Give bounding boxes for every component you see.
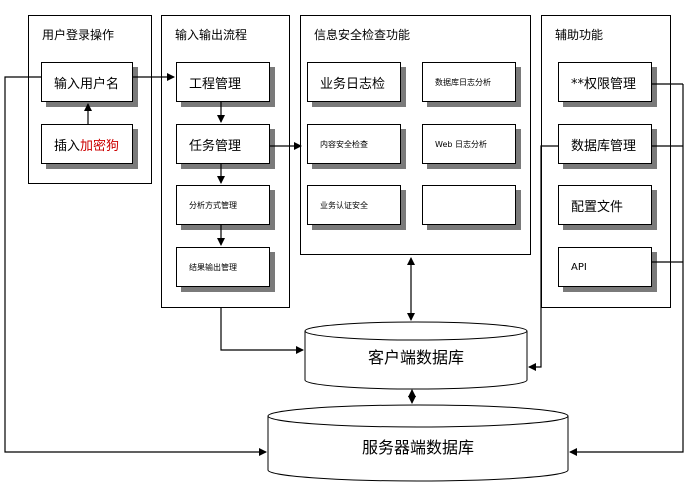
project-mgmt-label: 工程管理 xyxy=(189,76,242,92)
insert-dongle-box: 插入加密狗 xyxy=(41,124,133,164)
io-panel-title: 输入输出流程 xyxy=(175,28,248,42)
dongle-highlight: 加密狗 xyxy=(80,138,120,154)
api-label: API xyxy=(571,261,587,273)
analysis-mgmt-label: 分析方式管理 xyxy=(189,200,237,210)
task-mgmt-label: 任务管理 xyxy=(189,138,242,154)
server-database-label: 服务器端数据库 xyxy=(361,438,474,457)
db-log-analysis-label: 数据库日志分析 xyxy=(435,77,491,87)
insert-prefix: 插入 xyxy=(54,138,81,154)
web-log-analysis-box: Web 日志分析 xyxy=(422,124,516,164)
db-mgmt-box: 数据库管理 xyxy=(558,124,652,164)
business-log-label: 业务日志检 xyxy=(320,76,386,92)
business-log-box: 业务日志检 xyxy=(307,62,401,102)
project-mgmt-box: 工程管理 xyxy=(176,62,270,102)
config-file-label: 配置文件 xyxy=(571,199,624,215)
client-database-label: 客户端数据库 xyxy=(367,348,464,367)
input-username-box: 输入用户名 xyxy=(41,62,133,102)
config-file-box: 配置文件 xyxy=(558,185,652,225)
analysis-mgmt-box: 分析方式管理 xyxy=(176,185,270,225)
task-mgmt-box: 任务管理 xyxy=(176,124,270,164)
login-panel-title: 用户登录操作 xyxy=(42,28,115,42)
content-security-box: 内容安全检查 xyxy=(307,124,401,164)
empty-security-box xyxy=(422,185,516,225)
insert-dongle-label: 插入加密狗 xyxy=(54,135,119,154)
db-log-analysis-box: 数据库日志分析 xyxy=(422,62,516,102)
db-mgmt-label: 数据库管理 xyxy=(571,138,637,154)
business-auth-label: 业务认证安全 xyxy=(320,200,368,210)
result-mgmt-label: 结果输出管理 xyxy=(189,262,237,272)
io-to-clientdb-arrow xyxy=(220,308,304,354)
api-box: API xyxy=(558,247,652,287)
aux-panel-title: 辅助功能 xyxy=(555,28,604,42)
business-auth-box: 业务认证安全 xyxy=(307,185,401,225)
content-security-label: 内容安全检查 xyxy=(320,139,368,149)
security-panel-title: 信息安全检查功能 xyxy=(314,28,411,42)
web-log-analysis-label: Web 日志分析 xyxy=(435,139,487,149)
permission-mgmt-label: **权限管理 xyxy=(571,76,637,92)
input-username-label: 输入用户名 xyxy=(54,76,120,92)
result-mgmt-box: 结果输出管理 xyxy=(176,247,270,287)
permission-mgmt-box: **权限管理 xyxy=(558,62,652,102)
